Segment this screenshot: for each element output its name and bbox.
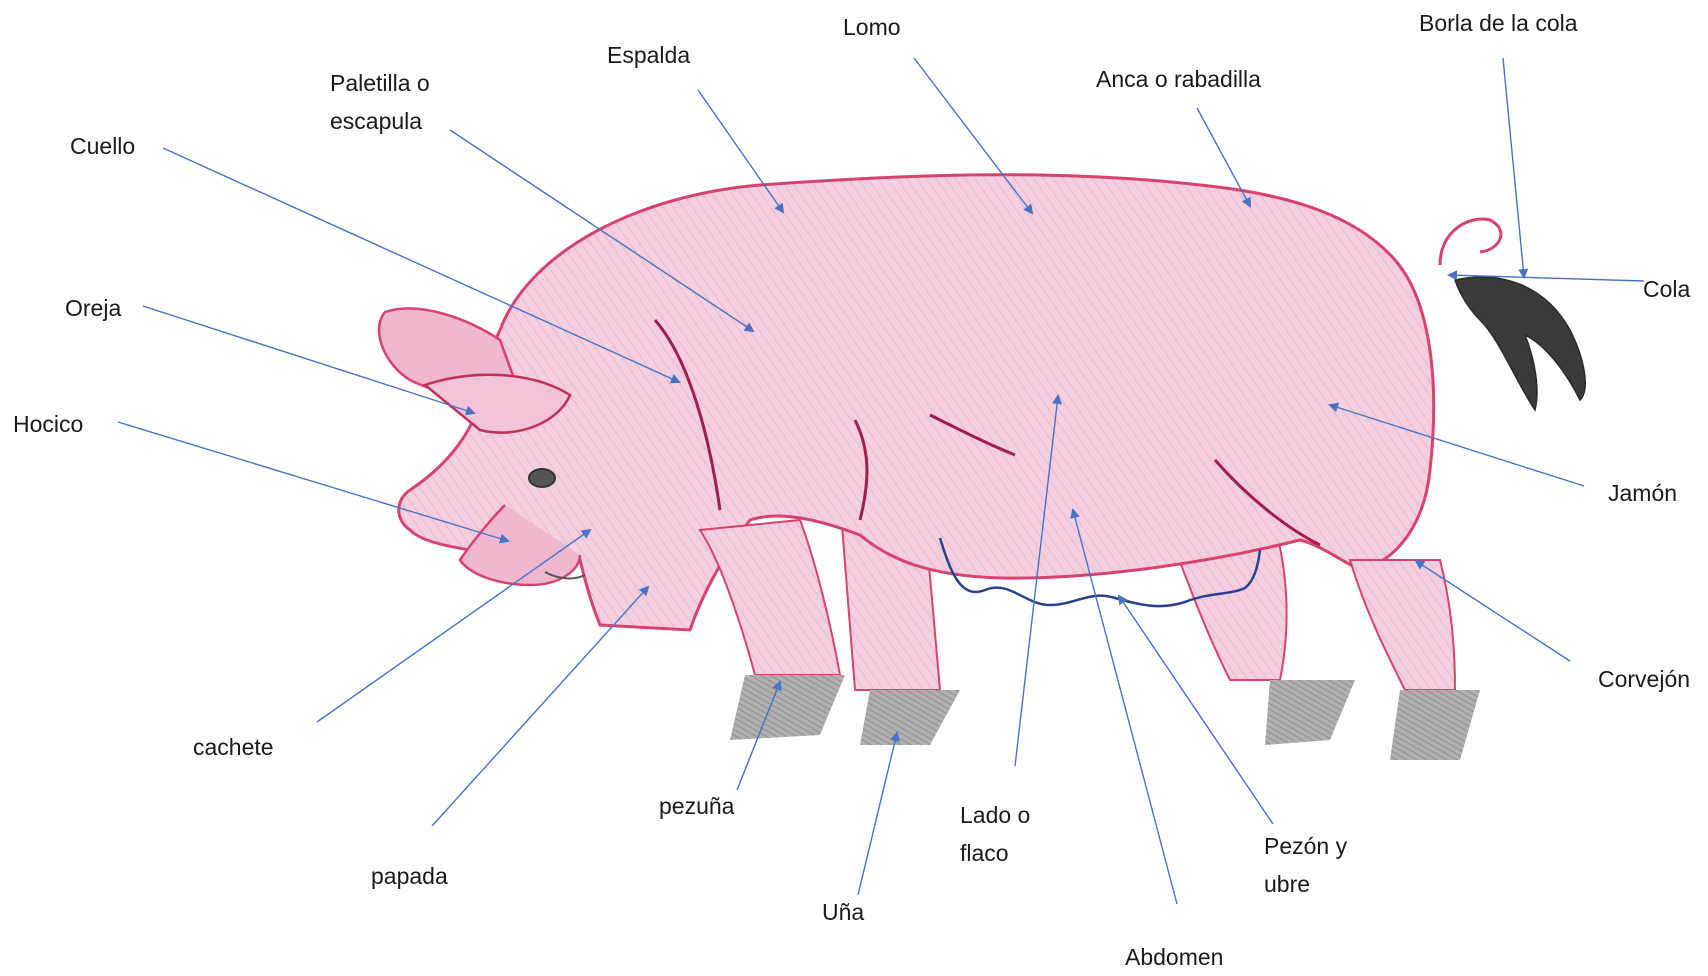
leader-lado: [1014, 394, 1063, 767]
leader-pezuna: [736, 680, 782, 791]
hoof-hind-far: [1265, 680, 1355, 745]
leader-una: [857, 731, 900, 896]
leader-oreja: [142, 305, 476, 416]
leader-cuello: [162, 147, 681, 384]
ham-line: [1213, 459, 1321, 547]
leader-papada: [431, 585, 650, 827]
leader-anca: [1196, 107, 1251, 208]
ear-fold: [422, 373, 572, 434]
leader-paletilla: [449, 129, 755, 333]
label-anca-o-rabadilla: Anca o rabadilla: [1096, 66, 1261, 92]
leader-borla: [1502, 57, 1529, 279]
leader-hocico: [117, 421, 510, 544]
leader-lines: [117, 57, 1645, 905]
hoof-front-near: [730, 675, 845, 740]
hoof-front-far: [860, 690, 960, 745]
leader-cola: [1447, 270, 1645, 282]
pig-mouth: [544, 571, 586, 580]
label-una: Uña: [822, 899, 865, 925]
label-hocico: Hocico: [13, 411, 84, 437]
udder-line: [938, 537, 1262, 608]
tail-tassel: [1454, 276, 1586, 412]
elbow-line: [853, 419, 869, 521]
pig-body: [397, 173, 1436, 632]
label-pezuna: pezuña: [659, 793, 735, 819]
label-lomo: Lomo: [843, 14, 901, 40]
label-corvejon: Corvejón: [1598, 666, 1691, 692]
label-cachete: cachete: [193, 734, 274, 760]
label-papada: papada: [371, 863, 448, 889]
leader-jamon: [1328, 402, 1585, 487]
hoof-hind-near: [1390, 690, 1480, 760]
pig-eye: [528, 468, 556, 488]
label-oreja: Oreja: [65, 295, 122, 321]
leader-pezon: [1117, 594, 1274, 825]
label-pezon-line1: Pezón y: [1264, 833, 1348, 859]
leader-cachete: [316, 528, 592, 723]
label-espalda: Espalda: [607, 42, 691, 68]
label-cola: Cola: [1643, 276, 1691, 302]
label-cuello: Cuello: [70, 133, 136, 159]
leader-abdomen: [1070, 508, 1178, 905]
pig-illustration: [377, 173, 1586, 760]
label-borla-de-la-cola: Borla de la cola: [1419, 10, 1578, 36]
shoulder-line: [653, 319, 722, 511]
label-lado-line2: flaco: [960, 840, 1009, 866]
label-paletilla-line1: Paletilla o: [330, 70, 430, 96]
label-pezon-line2: ubre: [1264, 871, 1311, 897]
hind-leg-near: [1348, 559, 1457, 691]
tail-curl: [1438, 217, 1503, 266]
label-lado-line1: Lado o: [960, 802, 1031, 828]
label-jamon: Jamón: [1608, 480, 1678, 506]
leader-corvejon: [1414, 559, 1571, 662]
label-paletilla-line2: escapula: [330, 108, 423, 134]
leader-espalda: [697, 89, 785, 214]
leader-lomo: [913, 57, 1034, 215]
front-leg-near: [698, 518, 842, 676]
flank-mark: [929, 413, 1016, 457]
label-abdomen: Abdomen: [1125, 944, 1224, 970]
